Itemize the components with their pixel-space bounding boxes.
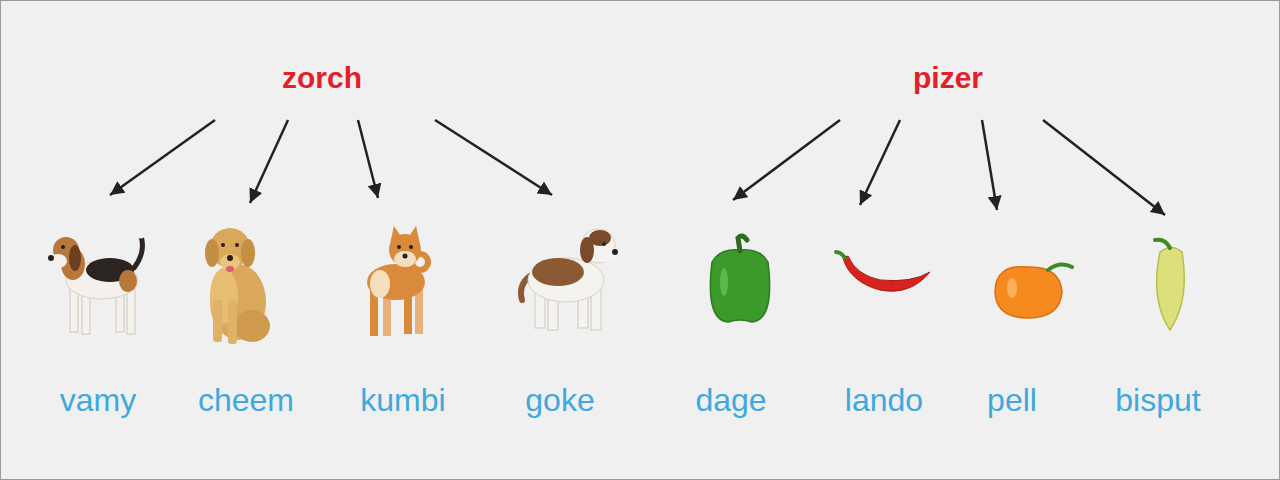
node-label: vamy: [60, 382, 136, 418]
shiba-illustration: [367, 226, 428, 336]
item-node: dage: [676, 200, 786, 422]
connector-arrow: [435, 120, 552, 195]
connector-arrow: [110, 120, 215, 195]
chili-illustration: [836, 252, 930, 291]
node-label: cheem: [198, 382, 294, 418]
yellow-pepper-illustration: [1155, 240, 1184, 330]
node-label: bisput: [1115, 382, 1200, 418]
item-node: goke: [505, 195, 615, 422]
st-bernard-illustration: [521, 229, 618, 330]
node-label: kumbi: [360, 382, 445, 418]
item-node: kumbi: [348, 198, 458, 422]
node-label: goke: [525, 382, 594, 418]
category-node: zorch: [192, 50, 452, 120]
connector-arrow: [733, 120, 840, 200]
connector-arrow: [358, 120, 378, 198]
connector-arrow: [982, 120, 997, 210]
node-label: zorch: [282, 60, 362, 96]
beagle-illustration: [48, 232, 145, 335]
category-node: pizer: [818, 50, 1078, 120]
node-label: pizer: [913, 60, 983, 96]
bell-pepper-illustration: [710, 236, 769, 322]
node-label: pell: [987, 382, 1037, 418]
item-node: cheem: [188, 203, 305, 422]
habanero-illustration: [995, 265, 1072, 318]
connector-arrow: [250, 120, 288, 203]
item-node: lando: [829, 205, 939, 422]
node-label: dage: [695, 382, 766, 418]
retriever-illustration: [205, 228, 270, 344]
item-node: vamy: [43, 195, 153, 422]
item-node: pell: [962, 210, 1062, 422]
connector-arrow: [1043, 120, 1165, 215]
item-node: bisput: [1103, 215, 1213, 422]
connector-arrow: [860, 120, 900, 205]
node-label: lando: [845, 382, 923, 418]
